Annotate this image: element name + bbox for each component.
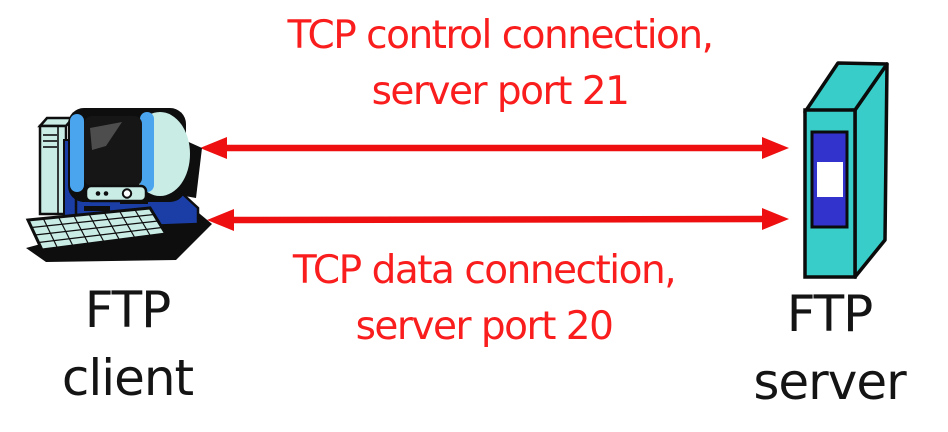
client-tower	[37, 116, 76, 216]
client-monitor	[68, 108, 202, 203]
server-drive-slot	[817, 162, 843, 197]
control-connection-label-line1: TCP control connection,	[287, 13, 714, 58]
client-keyboard	[25, 206, 170, 259]
ftp-client-label: FTP client	[25, 276, 230, 412]
data-arrow-right-head	[762, 208, 789, 230]
data-connection-arrow	[207, 208, 789, 231]
data-arrow-left-head	[207, 209, 234, 231]
ftp-server-label: FTP server	[727, 280, 932, 416]
server-tower-icon	[803, 61, 889, 279]
ftp-client-label-line1: FTP	[84, 281, 172, 339]
data-connection-label-line1: TCP data connection,	[292, 248, 677, 293]
control-connection-arrow	[200, 137, 789, 159]
control-connection-label: TCP control connection, server port 21	[200, 8, 800, 120]
ftp-server-label-line1: FTP	[786, 285, 874, 343]
control-arrow-right-head	[762, 137, 789, 159]
control-arrow-left-head	[200, 137, 227, 159]
data-connection-label-line2: server port 20	[355, 304, 614, 349]
ftp-server-label-line2: server	[753, 353, 906, 411]
data-arrow-shaft	[228, 215, 768, 224]
ftp-client-label-line2: client	[61, 349, 194, 407]
client-computer-icon	[25, 108, 212, 262]
data-connection-label: TCP data connection, server port 20	[184, 243, 784, 355]
control-connection-label-line2: server port 21	[371, 69, 630, 114]
